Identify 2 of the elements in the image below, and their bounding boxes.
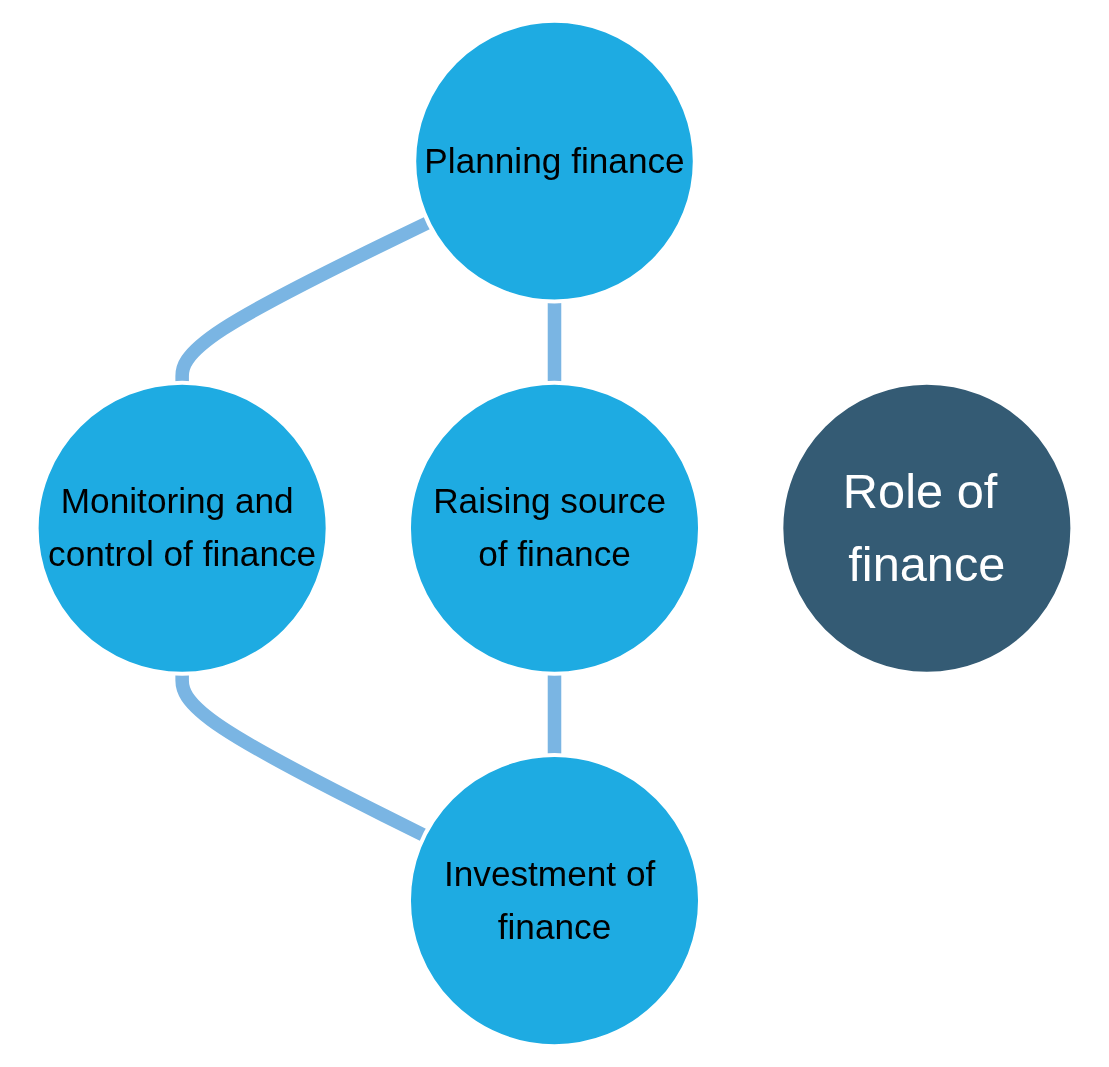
connector	[547, 301, 562, 383]
connector	[175, 216, 432, 383]
